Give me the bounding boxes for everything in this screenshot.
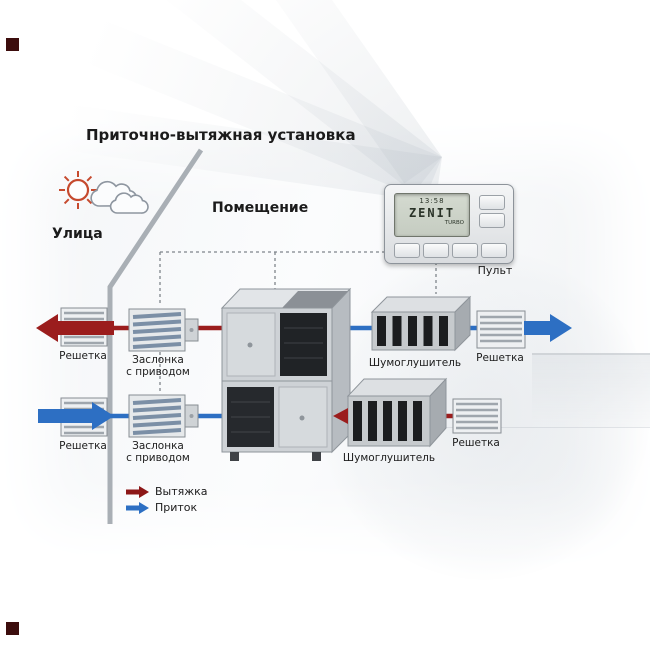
remote-button: [481, 243, 507, 258]
silencer-label: Шумоглушитель: [368, 357, 462, 369]
damper-bottom: [128, 394, 199, 438]
exhaust-arrow-icon: [126, 485, 149, 498]
legend-supply-row: Приток: [126, 501, 208, 514]
remote-button: [423, 243, 449, 258]
watermark-square-bottom: [6, 622, 19, 635]
lcd-brand: ZENIT: [408, 206, 456, 220]
lcd-time: 13:58: [419, 197, 445, 205]
clouds-icon: [90, 180, 149, 214]
lcd-sub: TURBO: [444, 220, 464, 226]
air-handling-unit: [220, 287, 352, 461]
background-floor-line: [410, 427, 650, 428]
damper-label: Заслонка с приводом: [116, 354, 200, 378]
grille-label: Решетка: [452, 437, 500, 449]
legend-supply-label: Приток: [155, 501, 198, 514]
damper-label-line1: Заслонка: [132, 440, 184, 452]
remote-control: 13:58 ZENIT TURBO: [384, 184, 514, 264]
damper-label-line2: с приводом: [126, 452, 190, 464]
silencer-top: [370, 295, 472, 352]
remote-button: [479, 195, 505, 210]
supply-in-arrow: [38, 402, 114, 430]
supply-into-room-arrow: [524, 314, 572, 342]
background-furniture: [532, 353, 650, 427]
sun-icon: [59, 171, 97, 209]
grille-label: Решетка: [476, 352, 524, 364]
remote-lcd-screen: 13:58 ZENIT TURBO: [394, 193, 470, 237]
damper-label-line1: Заслонка: [132, 354, 184, 366]
grille-room-supply: [476, 310, 526, 349]
zone-label-street: Улица: [52, 226, 103, 242]
grille-label: Решетка: [59, 350, 107, 362]
silencer-bottom: [346, 377, 448, 448]
watermark-square-top: [6, 38, 19, 51]
legend-exhaust-label: Вытяжка: [155, 485, 208, 498]
supply-arrow-icon: [126, 501, 149, 514]
exhaust-out-arrow: [36, 314, 114, 342]
silencer-label: Шумоглушитель: [342, 452, 436, 464]
remote-button: [452, 243, 478, 258]
damper-label-line2: с приводом: [126, 366, 190, 378]
grille-label: Решетка: [59, 440, 107, 452]
exhaust-return-arrowhead: [333, 408, 348, 424]
remote-label: Пульт: [477, 264, 513, 277]
damper-label: Заслонка с приводом: [116, 440, 200, 464]
legend-exhaust-row: Вытяжка: [126, 485, 208, 498]
zone-label-room: Помещение: [212, 200, 309, 216]
diagram-title: Приточно-вытяжная установка: [86, 126, 356, 144]
damper-top: [128, 308, 199, 352]
grille-room-exhaust: [452, 398, 502, 434]
remote-button: [479, 213, 505, 228]
legend: Вытяжка Приток: [126, 485, 208, 514]
remote-button: [394, 243, 420, 258]
wall-line: [107, 148, 204, 524]
